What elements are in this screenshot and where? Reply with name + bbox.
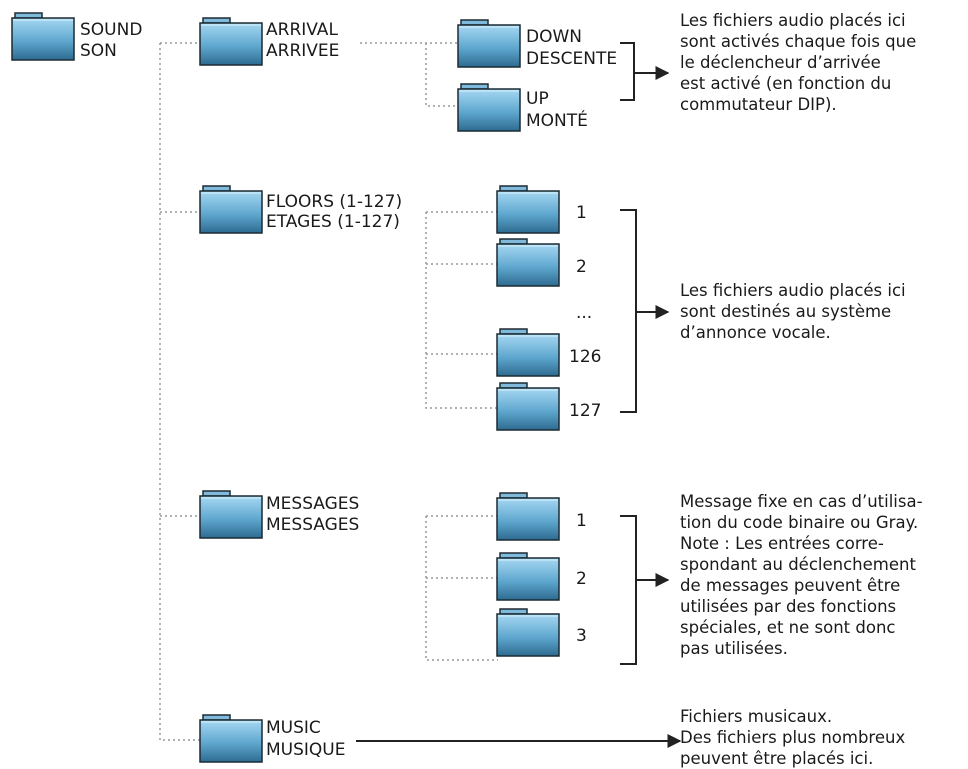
folder-icon-floor-127 xyxy=(496,382,560,431)
bracket-arrival xyxy=(620,42,635,101)
folder-body xyxy=(199,495,263,539)
note-line: tion du code binaire ou Gray. xyxy=(680,513,919,532)
arrows xyxy=(356,66,682,748)
folder-icon-message-1 xyxy=(496,492,560,541)
floor-item-126: 126 xyxy=(569,347,602,367)
folder-body xyxy=(199,190,263,234)
note-line: Message fixe en cas d’utilisa- xyxy=(680,492,923,511)
folder-body xyxy=(199,22,263,66)
note-line: spondant au déclenchement xyxy=(680,555,916,574)
message-item-2: 2 xyxy=(576,569,587,589)
note-line: pas utilisées. xyxy=(680,639,788,658)
note-line: spéciales, et ne sont donc xyxy=(680,618,896,637)
note-line: de messages peuvent être xyxy=(680,576,901,595)
music-label-fr: MUSIQUE xyxy=(266,740,346,760)
root-label-fr: SON xyxy=(80,41,117,61)
floor-item-2: 2 xyxy=(576,257,587,277)
connector-lines xyxy=(159,42,498,741)
floors-label-en: FLOORS (1-127) xyxy=(266,192,403,212)
arrival-label-en: ARRIVAL xyxy=(266,20,338,40)
folder-body xyxy=(457,88,521,132)
folder-icon-message-2 xyxy=(496,552,560,601)
note-line: Les fichiers audio placés ici xyxy=(680,11,906,30)
floors-note: Les fichiers audio placés ici sont desti… xyxy=(680,280,906,343)
folder-body xyxy=(496,190,560,234)
messages-note: Message fixe en cas d’utilisa- tion du c… xyxy=(680,491,923,659)
note-line: peuvent être placés ici. xyxy=(680,749,874,768)
note-line: Des fichiers plus nombreux xyxy=(680,728,906,747)
message-item-3: 3 xyxy=(576,626,587,646)
folder-icon-message-3 xyxy=(496,608,560,657)
floor-item-1: 1 xyxy=(576,203,587,223)
folder-icon-music xyxy=(199,714,263,763)
note-line: le déclencheur d’arrivée xyxy=(680,53,881,72)
note-line: est activé (en fonction du xyxy=(680,74,892,93)
folder-icon-floor-1 xyxy=(496,185,560,234)
folder-body xyxy=(496,387,560,431)
folder-body xyxy=(496,333,560,377)
up-label-fr: MONTÉ xyxy=(526,111,588,131)
folder-icon-floor-126 xyxy=(496,328,560,377)
folder-icon-floor-2 xyxy=(496,238,560,287)
note-line: d’annonce vocale. xyxy=(680,323,831,342)
root-label-en: SOUND xyxy=(80,20,143,40)
folder-body xyxy=(457,24,521,68)
folder-body xyxy=(496,557,560,601)
arrival-note: Les fichiers audio placés ici sont activ… xyxy=(680,10,916,115)
bracket-messages xyxy=(620,515,637,665)
music-label-en: MUSIC xyxy=(266,718,321,738)
note-line: utilisées par des fonctions xyxy=(680,597,897,616)
folder-body xyxy=(496,243,560,287)
down-label-fr: DESCENTE xyxy=(526,49,618,69)
folder-icon-up xyxy=(457,83,521,132)
folder-icon-messages xyxy=(199,490,263,539)
note-line: sont activés chaque fois que xyxy=(680,32,917,51)
folder-body xyxy=(199,719,263,763)
note-line: commutateur DIP). xyxy=(680,95,837,114)
down-label-en: DOWN xyxy=(526,27,582,47)
up-label-en: UP xyxy=(526,89,549,109)
floors-label-fr: ETAGES (1-127) xyxy=(266,212,400,232)
folder-body xyxy=(11,17,75,61)
note-line: sont destinés au système xyxy=(680,302,892,321)
note-line: Note : Les entrées corre- xyxy=(680,534,884,553)
music-note: Fichiers musicaux. Des fichiers plus nom… xyxy=(680,706,905,769)
folder-body xyxy=(496,497,560,541)
note-line: Les fichiers audio placés ici xyxy=(680,281,906,300)
message-item-1: 1 xyxy=(576,511,587,531)
folder-icon-floors xyxy=(199,185,263,234)
floor-item-127: 127 xyxy=(569,401,602,421)
folder-icon-sound xyxy=(11,12,75,61)
messages-label-fr: MESSAGES xyxy=(266,515,360,535)
bracket-floors xyxy=(620,209,637,413)
arrival-label-fr: ARRIVEE xyxy=(266,41,340,61)
folder-icon-down xyxy=(457,19,521,68)
folder-icon-arrival xyxy=(199,17,263,66)
messages-label-en: MESSAGES xyxy=(266,494,360,514)
folder-body xyxy=(496,613,560,657)
floor-item-ellipsis: ... xyxy=(576,303,593,323)
note-line: Fichiers musicaux. xyxy=(680,707,833,726)
